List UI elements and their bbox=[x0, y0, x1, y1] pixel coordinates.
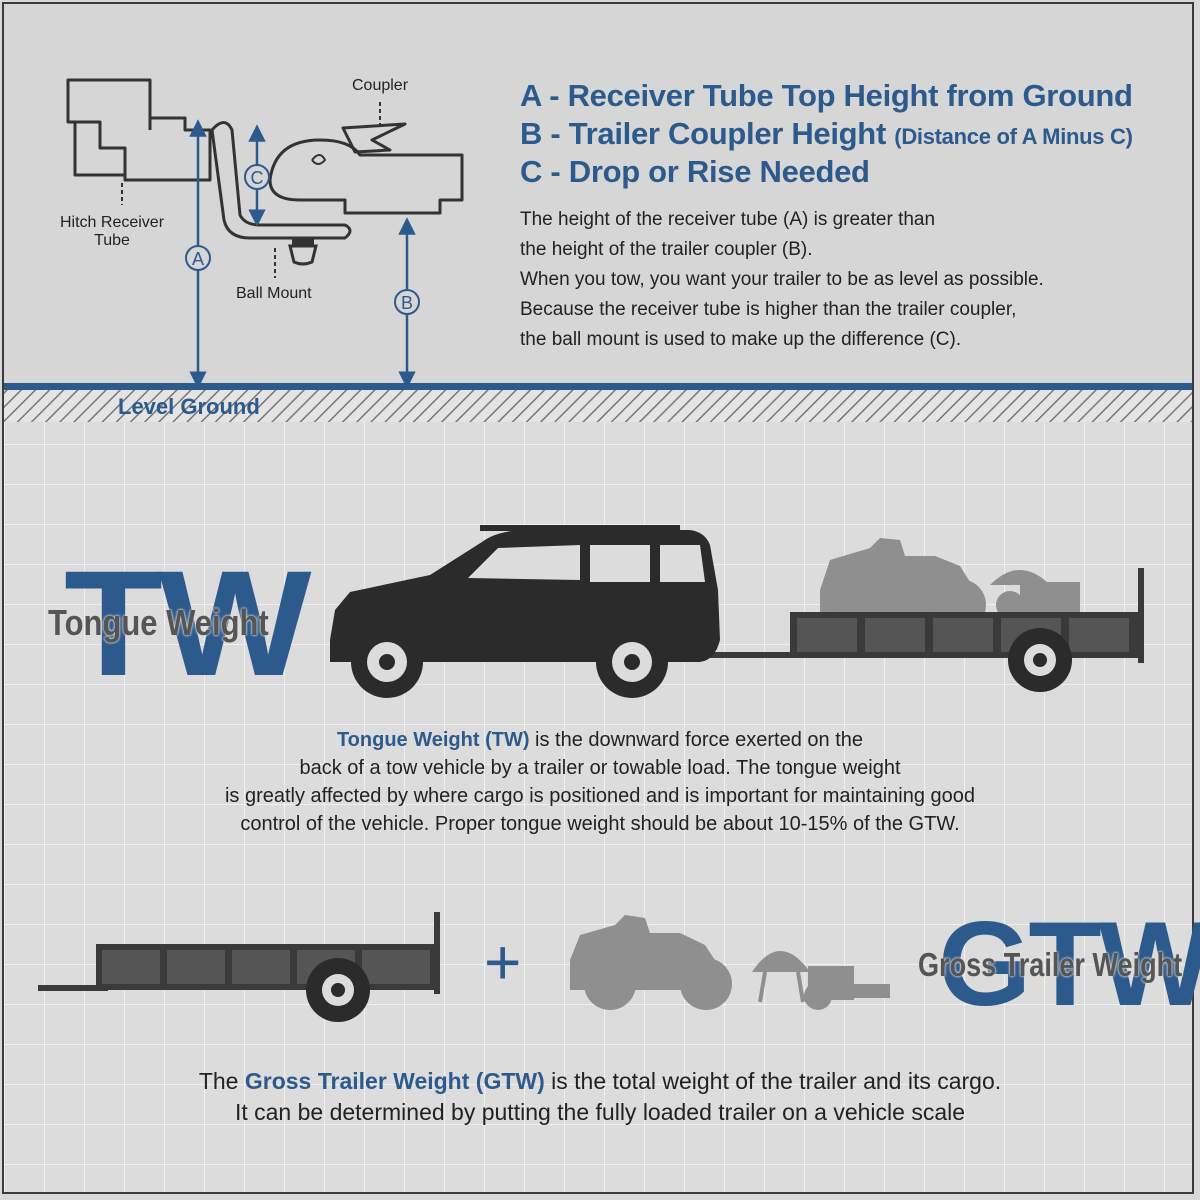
level-ground-label: Level Ground bbox=[118, 394, 260, 419]
loaded-trailer-icon bbox=[710, 568, 1144, 692]
plus-sign: + bbox=[484, 926, 522, 998]
heading-c: C - Drop or Rise Needed bbox=[520, 154, 870, 189]
level-ground-hatch bbox=[4, 390, 1192, 422]
gross-trailer-weight-word: Gross Trailer Weight bbox=[918, 946, 1183, 983]
heading-a: A - Receiver Tube Top Height from Ground bbox=[520, 78, 1133, 113]
ball-mount-label: Ball Mount bbox=[236, 285, 312, 302]
tongue-weight-description: Tongue Weight (TW) is the downward force… bbox=[224, 729, 976, 835]
gtw-letters: GTW bbox=[938, 897, 1200, 1031]
grill-and-equipment-icon bbox=[752, 951, 890, 1010]
level-ground-line bbox=[4, 383, 1192, 390]
coupler-label: Coupler bbox=[352, 77, 409, 94]
gtw-description: The Gross Trailer Weight (GTW) is the to… bbox=[198, 1068, 1002, 1125]
tongue-weight-term: Tongue Weight (TW) bbox=[336, 729, 530, 751]
hitch-diagram: A C B bbox=[4, 78, 1192, 422]
explanation-paragraph: The height of the receiver tube (A) is g… bbox=[520, 209, 1044, 350]
ball-mount-shank bbox=[210, 121, 352, 240]
suv-towing-trailer-illustration bbox=[330, 525, 1144, 698]
gtw-term: Gross Trailer Weight (GTW) bbox=[244, 1068, 545, 1094]
empty-trailer-icon bbox=[38, 912, 440, 1022]
marker-a: A bbox=[192, 249, 204, 269]
heading-b: B - Trailer Coupler Height (Distance of … bbox=[520, 116, 1133, 151]
hitch-receiver-tube-label: Hitch Receiver Tube bbox=[60, 214, 165, 249]
marker-c: C bbox=[251, 168, 264, 188]
tongue-weight-word: Tongue Weight bbox=[48, 602, 269, 643]
trailer-plus-cargo-illustration bbox=[38, 912, 890, 1022]
suv-icon bbox=[330, 525, 720, 698]
marker-b: B bbox=[401, 293, 413, 313]
atv-icon bbox=[570, 915, 732, 1010]
tw-letters: TW bbox=[64, 539, 312, 707]
